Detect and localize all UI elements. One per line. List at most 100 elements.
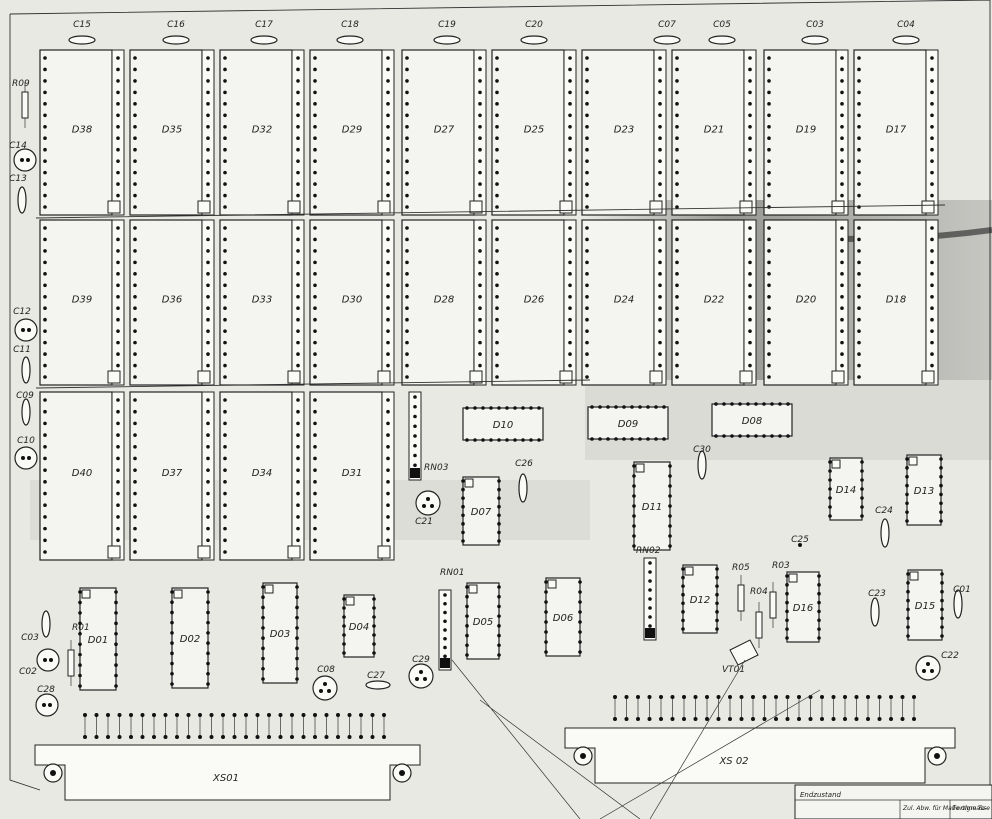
- pad: [261, 666, 265, 671]
- pad: [478, 170, 482, 175]
- pad: [223, 503, 227, 508]
- pad: [632, 504, 636, 508]
- capacitor-c29: [408, 663, 434, 689]
- pad: [116, 90, 120, 95]
- pad: [585, 159, 589, 163]
- pad: [206, 363, 210, 368]
- pad: [497, 479, 501, 483]
- pad: [296, 538, 300, 543]
- pad: [906, 581, 910, 585]
- pad: [133, 503, 137, 508]
- pad: [386, 147, 390, 152]
- ic-d39: [39, 219, 125, 386]
- ic-label-d27: D27: [434, 125, 455, 136]
- pad: [43, 147, 47, 152]
- pad: [840, 182, 844, 186]
- pad: [313, 363, 317, 368]
- pad: [133, 113, 137, 118]
- pad: [857, 294, 861, 299]
- pad: [905, 519, 909, 523]
- pad: [478, 124, 482, 129]
- pad: [681, 601, 685, 606]
- pad: [313, 56, 317, 60]
- pad: [223, 480, 227, 484]
- pad: [78, 621, 82, 626]
- pad: [223, 136, 227, 141]
- pad: [133, 444, 137, 449]
- pad: [748, 226, 752, 230]
- cap-label-c24: C24: [875, 506, 893, 516]
- pad: [206, 661, 210, 666]
- pad: [296, 90, 300, 95]
- pad: [658, 294, 662, 299]
- pad: [116, 249, 120, 253]
- pad: [296, 102, 300, 106]
- pad: [658, 113, 662, 118]
- pad: [906, 634, 910, 638]
- pad: [386, 306, 390, 311]
- ic-label-d39: D39: [72, 295, 92, 306]
- pad: [840, 136, 844, 141]
- pad: [116, 237, 120, 242]
- pad: [478, 249, 482, 253]
- pad: [658, 283, 662, 288]
- pad: [443, 628, 447, 632]
- pad: [313, 398, 317, 402]
- pad: [261, 585, 265, 589]
- pad: [372, 633, 376, 637]
- cap-label-c09: C09: [16, 391, 34, 401]
- pad: [930, 113, 934, 118]
- pad: [497, 539, 501, 543]
- title-tolerance: Zul. Abw. für Maße ohne To-: [902, 805, 987, 812]
- pad: [223, 67, 227, 72]
- pad: [840, 340, 844, 345]
- pad: [495, 67, 499, 72]
- ic-label-d07: D07: [471, 507, 492, 518]
- pad: [478, 113, 482, 118]
- pad: [675, 159, 679, 163]
- pad: [170, 600, 174, 605]
- pad: [133, 340, 137, 345]
- pad: [675, 193, 679, 198]
- pad: [133, 294, 137, 299]
- pad: [767, 159, 771, 163]
- pad: [906, 616, 910, 621]
- cap-label-c30: C30: [693, 445, 711, 455]
- pad: [857, 147, 861, 152]
- pad: [495, 306, 499, 311]
- pad: [116, 170, 120, 175]
- title-state: Endzustand: [800, 791, 842, 799]
- pad: [478, 306, 482, 311]
- pad: [133, 136, 137, 141]
- pad: [405, 317, 409, 322]
- ic-d25: [491, 49, 577, 216]
- capacitor-c28: [35, 693, 59, 717]
- pad: [342, 624, 346, 628]
- pad: [905, 492, 909, 497]
- pad: [116, 433, 120, 437]
- pad: [857, 136, 861, 141]
- pad: [405, 272, 409, 276]
- pad: [116, 526, 120, 531]
- pad: [116, 182, 120, 186]
- connector-xs01: [34, 713, 421, 801]
- pad: [658, 159, 662, 163]
- capacitor-c20: [520, 35, 548, 45]
- pad: [461, 504, 465, 509]
- pad: [905, 501, 909, 506]
- pad: [585, 283, 589, 288]
- pad: [857, 249, 861, 253]
- pad: [930, 90, 934, 95]
- ic-d32: [219, 49, 305, 216]
- pad: [840, 56, 844, 60]
- pad: [313, 468, 317, 472]
- pad: [386, 159, 390, 163]
- resistor-r04: [755, 602, 763, 648]
- pad: [405, 306, 409, 311]
- pad: [386, 102, 390, 106]
- pad: [43, 444, 47, 449]
- pad: [860, 487, 864, 491]
- pad: [495, 102, 499, 106]
- ic-label-d37: D37: [162, 468, 183, 479]
- ic-label-d21: D21: [704, 125, 724, 136]
